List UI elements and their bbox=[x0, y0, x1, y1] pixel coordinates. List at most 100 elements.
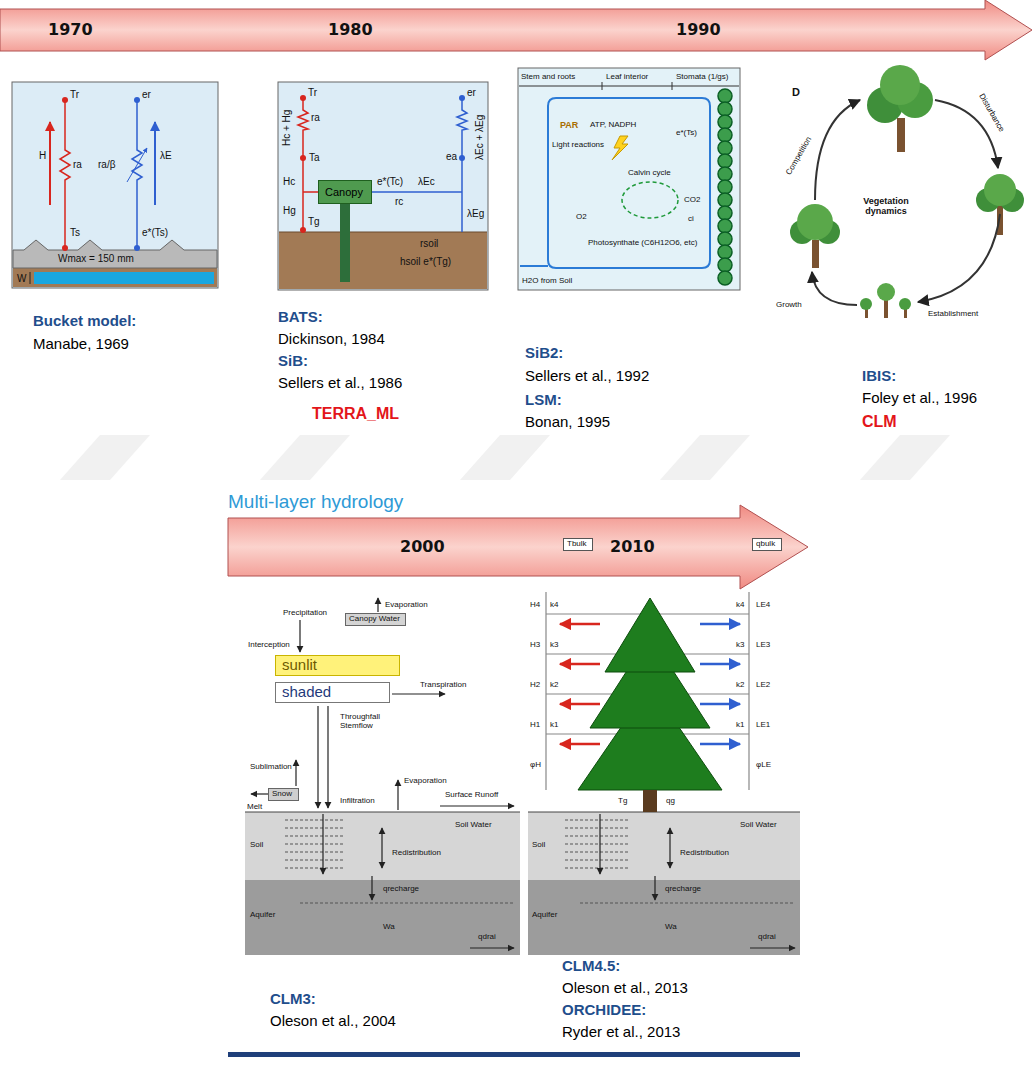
bats-figure-part bbox=[300, 155, 306, 161]
bucket-model-figure-part bbox=[12, 82, 218, 288]
model-name: ORCHIDEE: bbox=[562, 1001, 646, 1018]
watermark-stripes-part bbox=[60, 435, 150, 480]
figure-annotation: Evaporation bbox=[385, 600, 428, 609]
figure-annotation: Sublimation bbox=[250, 762, 292, 771]
clm45-figure-part-part bbox=[700, 743, 740, 746]
sib2-figure-part bbox=[622, 182, 678, 218]
clm45-figure-part-part bbox=[545, 592, 546, 790]
sib2-figure-part bbox=[612, 136, 628, 160]
sib2-figure-part-part bbox=[718, 206, 732, 220]
sib2-figure-part-part bbox=[718, 232, 732, 246]
bucket-model-figure-part bbox=[62, 245, 68, 251]
clm3-figure-part bbox=[245, 880, 520, 955]
model-name: BATS: bbox=[278, 308, 323, 325]
tree-icon bbox=[860, 283, 911, 318]
watermark-stripes-part bbox=[460, 435, 550, 480]
figure-annotation: Soil bbox=[532, 840, 545, 849]
cycle-center-label: Vegetation dynamics bbox=[850, 196, 922, 216]
figure-annotation: H1 bbox=[530, 720, 540, 729]
figure-symbol: H bbox=[39, 150, 46, 161]
bats-figure-part bbox=[279, 232, 487, 289]
figure-annotation: qdrai bbox=[758, 932, 776, 941]
figure-annotation: LE3 bbox=[756, 640, 770, 649]
vegetation-dynamics-figure-part bbox=[812, 100, 1000, 305]
clm45-figure-part bbox=[528, 880, 800, 955]
conifer-tree-part bbox=[605, 598, 695, 672]
figure-annotation: Tg bbox=[618, 796, 627, 805]
bucket-model-figure-part bbox=[34, 272, 214, 284]
sib2-figure-part-part bbox=[718, 271, 732, 285]
tree-icon-part bbox=[860, 298, 872, 310]
bucket-model-figure-part bbox=[62, 97, 68, 103]
bucket-model-figure-part bbox=[49, 122, 51, 205]
clm3-figure-part-part bbox=[377, 598, 378, 612]
figure-symbol: Wmax = 150 mm bbox=[58, 253, 134, 264]
timeline-arrow: 197019801990 bbox=[0, 0, 1035, 60]
figure-symbol: Tg bbox=[308, 216, 320, 227]
figure-symbol: ra bbox=[73, 159, 82, 170]
figure-annotation: e*(Ts) bbox=[676, 128, 697, 137]
clm45-figure-part-part bbox=[565, 860, 630, 861]
figure-annotation: Aquifer bbox=[532, 910, 557, 919]
sib2-figure-part bbox=[672, 82, 673, 90]
figure-annotation: k3 bbox=[550, 640, 558, 649]
reference-citation: Sellers et al., 1992 bbox=[525, 367, 649, 384]
clm3-figure-part-part bbox=[285, 868, 345, 869]
figure-symbol: λEg bbox=[467, 208, 484, 219]
year-label: 2000 bbox=[400, 538, 445, 556]
clm45-figure-part-part bbox=[565, 828, 630, 829]
bats-figure-part bbox=[278, 82, 488, 290]
bats-figure-part bbox=[459, 155, 465, 161]
tree-icon bbox=[790, 204, 840, 268]
sib2-figure-part-part bbox=[718, 128, 732, 142]
figure-annotation: Transpiration bbox=[420, 680, 466, 689]
clm45-figure-part-part bbox=[565, 844, 630, 845]
tree-icon-part bbox=[812, 240, 819, 268]
figure-annotation: Melt bbox=[247, 802, 262, 811]
bats-figure-part bbox=[459, 95, 465, 101]
figure-symbol: Tr bbox=[308, 87, 317, 98]
figure-annotation: qrecharge bbox=[383, 884, 419, 893]
figure-symbol: Hc + Hg bbox=[281, 110, 292, 146]
year-label: 1980 bbox=[328, 21, 373, 39]
box-label: Snow bbox=[272, 790, 295, 799]
sunlit-leaf-box: sunlit bbox=[275, 655, 400, 676]
figure-annotation: Wa bbox=[383, 922, 395, 931]
figure-annotation: Leaf interior bbox=[606, 72, 648, 81]
bucket-model-figure-part bbox=[132, 100, 142, 248]
bats-figure bbox=[278, 82, 488, 290]
clm3-figure-part-part bbox=[285, 820, 345, 821]
figure-annotation: LE4 bbox=[756, 600, 770, 609]
panel-letter: D bbox=[792, 86, 800, 98]
timeline-arrow: 20002010 bbox=[228, 505, 810, 589]
figure-annotation: Evaporation bbox=[404, 776, 447, 785]
figure-annotation: PAR bbox=[560, 120, 578, 130]
bottom-rule bbox=[228, 1052, 800, 1057]
model-name: SiB: bbox=[278, 352, 308, 369]
tree-icon bbox=[976, 174, 1024, 235]
clm3-figure-part bbox=[251, 598, 514, 948]
state-box: Tbulk bbox=[563, 538, 593, 551]
sib2-figure-part-part bbox=[718, 219, 732, 233]
bats-figure-part bbox=[298, 98, 308, 230]
clm45-figure-part-part bbox=[654, 876, 655, 900]
figure-annotation: qdrai bbox=[478, 932, 496, 941]
sib2-figure-part-part bbox=[718, 154, 732, 168]
clm3-figure-part-part bbox=[285, 836, 345, 837]
clm45-figure-part bbox=[528, 812, 800, 813]
reference-citation: Ryder et al., 2013 bbox=[562, 1023, 680, 1040]
clm3-figure-part-part bbox=[440, 805, 514, 806]
vegetation-dynamics-figure bbox=[790, 65, 1024, 318]
vegetation-dynamics-figure-part-part bbox=[918, 214, 1000, 302]
tree-icon-part bbox=[984, 174, 1016, 206]
figure-annotation: Light reactions bbox=[552, 140, 604, 149]
clm45-figure-part-part bbox=[565, 836, 630, 837]
reference-citation: Oleson et al., 2013 bbox=[562, 979, 688, 996]
clm45-figure-part bbox=[528, 812, 800, 880]
figure-symbol: rsoil bbox=[420, 238, 438, 249]
sib2-figure-part-part bbox=[718, 115, 732, 129]
clm45-figure bbox=[528, 590, 800, 955]
sib2-figure-part bbox=[518, 68, 740, 290]
figure-annotation: Soil Water bbox=[740, 820, 777, 829]
vegetation-dynamics-figure-part-part bbox=[812, 272, 857, 305]
